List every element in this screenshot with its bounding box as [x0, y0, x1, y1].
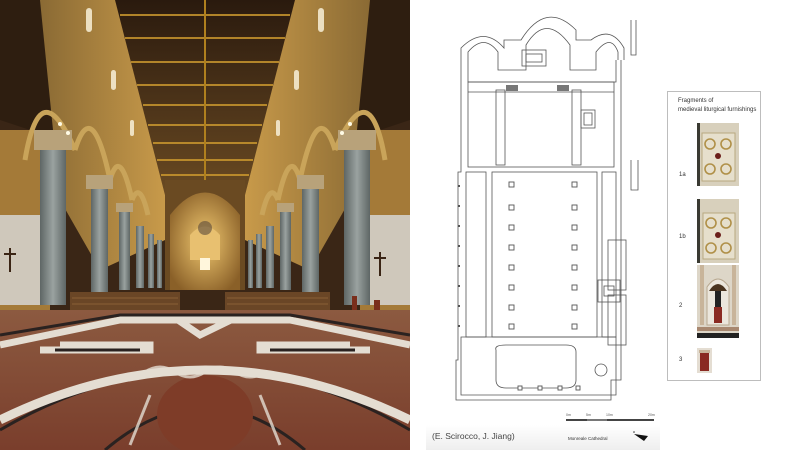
scale-label-0: 0m [566, 413, 571, 417]
scale-label-20: 20m [648, 413, 655, 417]
credit-text: (E. Scirocco, J. Jiang) [432, 431, 515, 441]
porphyry-column-icon [697, 348, 712, 373]
marble-panel-icon [697, 123, 739, 186]
legend-thumb-2 [697, 265, 739, 338]
legend-panel: Fragments of medieval liturgical furnish… [667, 91, 761, 381]
scale-segment [566, 419, 587, 421]
legend-thumb-1b [697, 199, 739, 263]
scale-label-5: 5m [586, 413, 591, 417]
niche-statue-icon [697, 265, 739, 338]
scale-segment [587, 419, 607, 421]
legend-title-line2: medieval liturgical furnishings [678, 107, 757, 113]
marble-panel-icon [697, 199, 739, 263]
legend-title-line1: Fragments of [678, 98, 714, 104]
legend-thumb-3 [697, 348, 712, 373]
floor-plan-drawing [455, 16, 639, 401]
caption-band: (E. Scirocco, J. Jiang) Monreale Cathedr… [426, 425, 660, 450]
plan-title: Monreale Cathedral [568, 436, 608, 441]
legend-item-label-1b: 1b [679, 234, 686, 240]
scale-label-10: 10m [606, 413, 613, 417]
cathedral-interior-photo [0, 0, 410, 450]
north-arrow-icon [633, 431, 648, 441]
scale-segment [607, 419, 654, 421]
floor-plan [426, 0, 666, 425]
cathedral-interior-image [0, 0, 410, 450]
legend-title: Fragments of medieval liturgical furnish… [678, 97, 756, 115]
legend-thumb-1a [697, 123, 739, 186]
legend-item-label-2: 2 [679, 303, 683, 309]
scale-bar: 0m 5m 10m 20m [566, 413, 656, 425]
legend-item-label-1a: 1a [679, 172, 686, 178]
legend-item-label-3: 3 [679, 357, 683, 363]
